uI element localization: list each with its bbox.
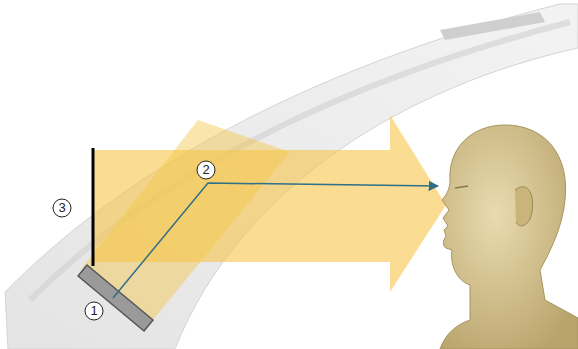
virtual-image-line — [92, 148, 95, 266]
mirror — [78, 265, 153, 331]
windshield — [5, 4, 578, 349]
callout-circles — [53, 161, 215, 320]
windshield-strip — [440, 12, 545, 40]
callout-number: 2 — [196, 160, 216, 180]
callout-number: 3 — [52, 198, 72, 218]
callout-number: 1 — [84, 301, 104, 321]
light-ray — [113, 183, 438, 298]
virtual-image-arrow — [93, 115, 446, 292]
viewer-head — [440, 125, 578, 349]
